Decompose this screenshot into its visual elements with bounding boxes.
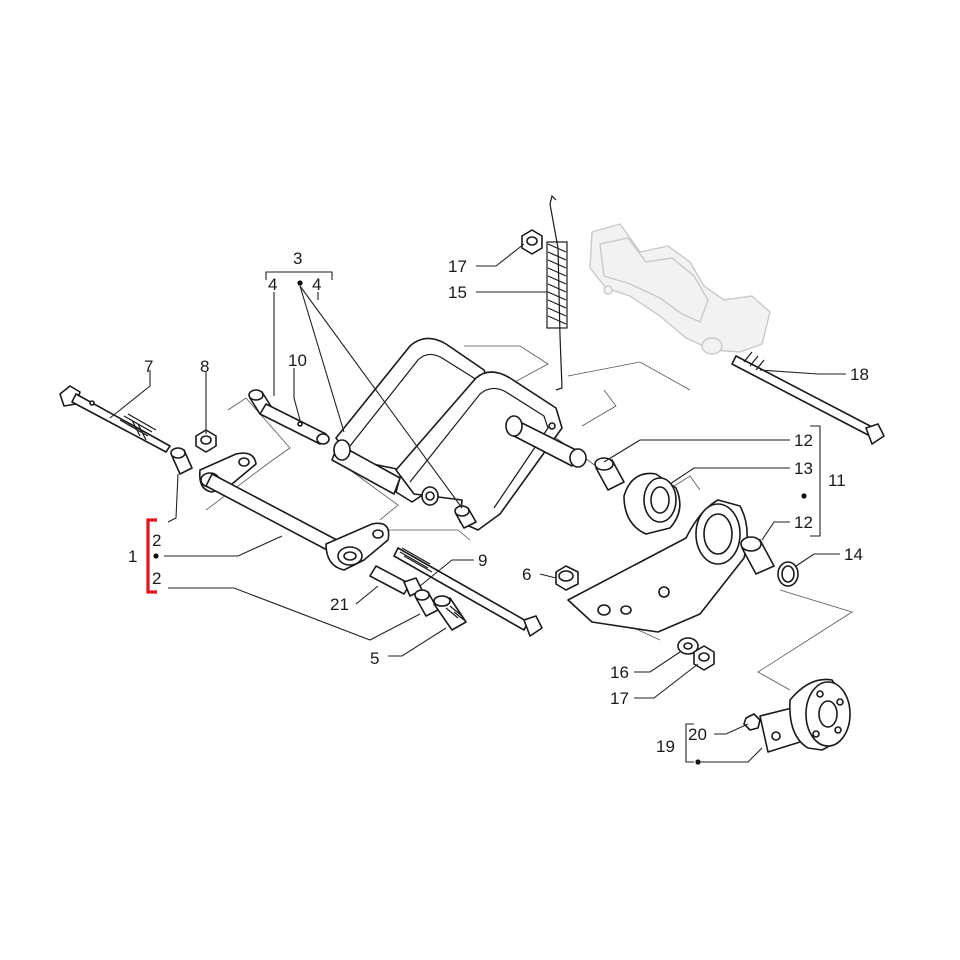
part-14-circlip xyxy=(777,561,799,587)
callout-3: 3 xyxy=(293,249,302,268)
part-20-small-nut xyxy=(743,713,761,731)
part-9-bolt xyxy=(393,547,543,637)
callout-20: 20 xyxy=(688,725,707,744)
callout-2-upper: 2 xyxy=(152,531,161,550)
part-19-damper-unit xyxy=(759,678,851,753)
callout-14: 14 xyxy=(844,545,863,564)
part-7-long-bolt xyxy=(59,385,171,453)
part-15-spring xyxy=(546,194,568,391)
callout-17-lower: 17 xyxy=(610,689,629,708)
engine-link-bracket xyxy=(331,337,587,531)
callout-7: 7 xyxy=(144,357,153,376)
leader-lines xyxy=(109,243,846,763)
part-6-spacer xyxy=(555,565,579,591)
part-10-pin xyxy=(259,403,330,445)
callout-16: 16 xyxy=(610,663,629,682)
callout-15: 15 xyxy=(448,283,467,302)
part-17-nut-top xyxy=(521,229,543,255)
part-2-bushing-left xyxy=(170,447,193,475)
callout-8: 8 xyxy=(200,357,209,376)
group-bracket-1 xyxy=(146,518,159,594)
part-21-pin xyxy=(369,565,423,597)
part-11-silent-block-arm xyxy=(567,499,748,633)
part-1-shaft-assembly xyxy=(198,452,390,571)
callout-labels: 1 2 2 3 4 4 5 6 7 8 9 10 11 12 12 13 14 … xyxy=(128,249,869,756)
callout-13: 13 xyxy=(794,459,813,478)
part-5-threaded-stud xyxy=(433,595,467,631)
callout-1: 1 xyxy=(128,547,137,566)
callout-12-lower: 12 xyxy=(794,513,813,532)
callout-18: 18 xyxy=(850,365,869,384)
callout-4-right: 4 xyxy=(312,275,321,294)
callout-21: 21 xyxy=(330,595,349,614)
callout-17-top: 17 xyxy=(448,257,467,276)
part-4-bushing-right xyxy=(454,505,477,529)
callout-12-upper: 12 xyxy=(794,431,813,450)
part-13-bearing xyxy=(623,472,681,535)
part-12-bushing-lower xyxy=(740,536,775,575)
callout-5: 5 xyxy=(370,649,379,668)
callout-2-lower: 2 xyxy=(152,569,161,588)
callout-9: 9 xyxy=(478,551,487,570)
part-12-bushing-upper xyxy=(594,457,625,491)
part-17-nut-lower xyxy=(693,645,715,671)
part-16-washer xyxy=(677,637,699,655)
callout-10: 10 xyxy=(288,351,307,370)
callout-11: 11 xyxy=(828,471,846,490)
group-bracket-3 xyxy=(265,271,333,286)
callout-6: 6 xyxy=(522,565,531,584)
part-18-long-bolt xyxy=(731,351,885,445)
callout-4-left: 4 xyxy=(268,275,277,294)
callout-19: 19 xyxy=(656,737,675,756)
group-bracket-11 xyxy=(801,425,821,537)
frame-bracket-ghost xyxy=(589,223,771,355)
